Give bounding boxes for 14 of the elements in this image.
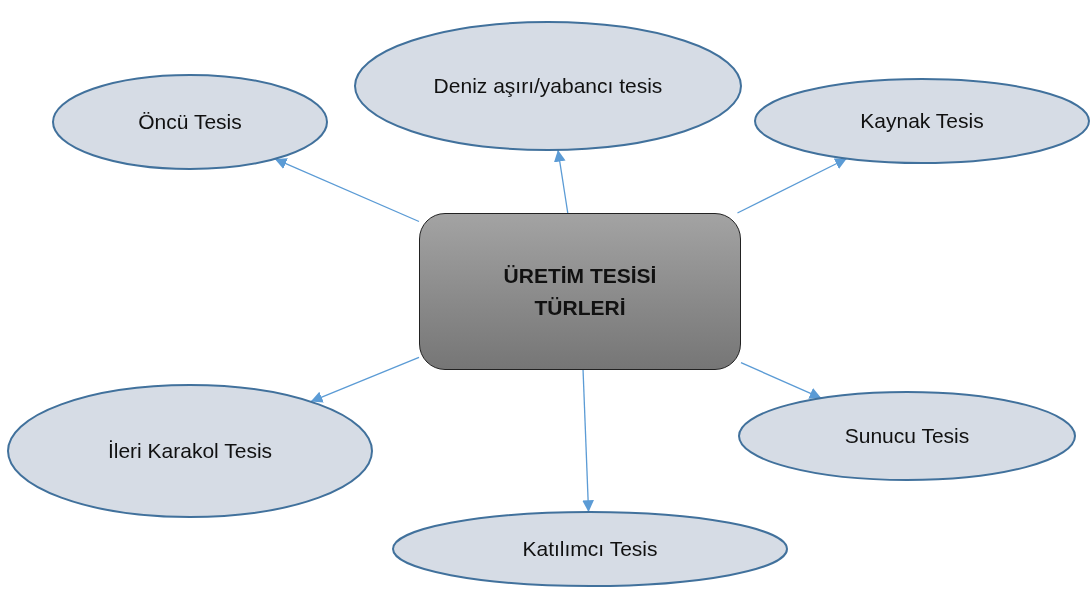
title-text: ÜRETİM TESİSİ TÜRLERİ bbox=[502, 263, 658, 321]
arrow bbox=[740, 362, 822, 399]
node-label: Sunucu Tesis bbox=[844, 423, 970, 450]
node-label: Kaynak Tesis bbox=[860, 108, 984, 135]
title-box bbox=[419, 213, 741, 370]
arrow bbox=[310, 356, 420, 403]
arrow bbox=[582, 369, 594, 513]
node-label: İleri Karakol Tesis bbox=[107, 438, 273, 465]
node-label: Deniz aşırı/yabancı tesis bbox=[433, 73, 663, 100]
arrow bbox=[553, 149, 569, 214]
arrow bbox=[736, 157, 848, 214]
node-label: Katılımcı Tesis bbox=[522, 536, 658, 563]
arrow bbox=[274, 158, 420, 223]
node-label: Öncü Tesis bbox=[138, 109, 242, 136]
